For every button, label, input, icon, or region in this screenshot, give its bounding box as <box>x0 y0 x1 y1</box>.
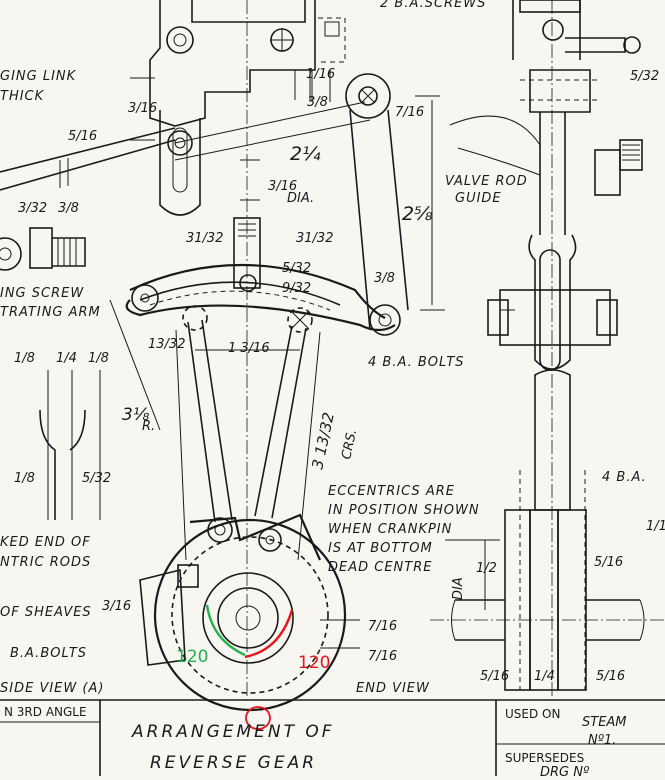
annotation-text: 2 B.A.SCREWS GING LINK THICK VALVE ROD G… <box>0 0 647 696</box>
angle-red: 120 <box>298 653 330 673</box>
dim-5-16-right: 5/16 <box>594 555 623 570</box>
title-line-2: REVERSE GEAR <box>150 753 317 773</box>
label-crs: CRS. <box>339 428 360 461</box>
label-dia: DIA. <box>287 191 314 206</box>
label-link-1: GING LINK <box>0 69 77 84</box>
dim-13-32: 13/32 <box>148 337 185 352</box>
slotted-lever <box>159 110 201 216</box>
dim-5-32-c: 5/32 <box>82 471 111 486</box>
dim-1-2: 1/2 <box>476 561 497 576</box>
label-side-view: SIDE VIEW (A) <box>0 681 104 696</box>
dim-31-32-b: 31/32 <box>296 231 333 246</box>
title-line-1: ARRANGEMENT OF <box>131 722 335 742</box>
top-bracket <box>149 0 346 700</box>
label-4ba-bolts-mid: 4 B.A. BOLTS <box>368 355 465 370</box>
dim-2-1-4: 2¼ <box>290 143 321 165</box>
label-eccentrics-4: IS AT BOTTOM <box>328 541 433 556</box>
top-right-eye <box>309 70 409 331</box>
label-radius: R. <box>142 419 155 434</box>
title-used-on: USED ON <box>505 707 560 721</box>
label-eccentrics-3: WHEN CRANKPIN <box>328 522 452 537</box>
label-screw-1: ING SCREW <box>0 286 84 301</box>
label-4ba-bolts-left: B.A.BOLTS <box>10 646 87 661</box>
dim-31-32: 31/32 <box>186 231 223 246</box>
dim-5-16-bottom-a: 5/16 <box>480 669 509 684</box>
label-forked-2: NTRIC RODS <box>0 555 91 570</box>
dim-1-3-16: 1 3/16 <box>228 341 270 356</box>
title-block: N 3RD ANGLE ARRANGEMENT OF REVERSE GEAR … <box>0 699 665 780</box>
label-link-2: THICK <box>0 89 45 104</box>
dimension-lines <box>39 70 515 649</box>
dim-1-8-a: 1/8 <box>14 351 35 366</box>
title-supersedes: SUPERSEDES <box>505 751 584 765</box>
dim-3-1-8: 3⅛ <box>122 405 150 425</box>
label-screw-2: TRATING ARM <box>0 305 101 320</box>
label-end-view: END VIEW <box>356 681 430 696</box>
dim-3-8-left: 3/8 <box>58 201 79 216</box>
label-ba-screws: 2 B.A.SCREWS <box>380 0 486 11</box>
dim-1-8-c: 1/8 <box>14 471 35 486</box>
end-view <box>430 0 665 700</box>
label-dia-half: DIA <box>451 577 466 600</box>
dim-3-8-mid: 3/8 <box>374 271 395 286</box>
label-eccentrics-2: IN POSITION SHOWN <box>328 503 480 518</box>
label-4ba-right: 4 B.A. <box>602 470 647 485</box>
eccentric-sheave <box>139 513 350 712</box>
dim-1-16-right: 1/16 <box>646 519 665 534</box>
title-drg: DRG Nº <box>540 765 589 776</box>
dim-3-32-left: 3/32 <box>18 201 47 216</box>
dim-1-16-top: 1/16 <box>306 67 335 82</box>
dim-3-16-left: 3/16 <box>128 101 157 116</box>
eccentric-rods <box>175 319 321 561</box>
dim-1-8-b: 1/8 <box>88 351 109 366</box>
expansion-link <box>125 217 401 336</box>
dim-5-16-left: 5/16 <box>68 129 97 144</box>
dim-1-4-a: 1/4 <box>56 351 77 366</box>
dim-3-13-32: 3 13/32 <box>308 411 338 471</box>
dim-3-16-dia: 3/16 <box>268 179 297 194</box>
title-used-on-no: Nº1. <box>588 733 616 748</box>
label-eccentrics-1: ECCENTRICS ARE <box>328 484 455 499</box>
label-valve-rod-2: GUIDE <box>455 191 502 206</box>
dim-7-16-a: 7/16 <box>368 619 397 634</box>
dim-7-16-b: 7/16 <box>368 649 397 664</box>
adjusting-screw <box>0 227 86 271</box>
title-used-on-value: STEAM <box>582 715 627 730</box>
dim-5-32-right: 5/32 <box>630 69 659 84</box>
label-valve-rod-1: VALVE ROD <box>445 174 528 189</box>
title-angle: N 3RD ANGLE <box>4 705 87 719</box>
dim-3-8-top: 3/8 <box>307 95 328 110</box>
dim-2-5-8: 2⅝ <box>402 203 433 225</box>
label-eccentrics-5: DEAD CENTRE <box>328 560 432 575</box>
label-sheaves: OF SHEAVES <box>0 605 92 620</box>
dim-1-4-bottom: 1/4 <box>534 669 555 684</box>
lifting-link <box>0 101 371 191</box>
red-green-annotations <box>205 604 294 730</box>
dim-7-16-top: 7/16 <box>395 105 424 120</box>
dim-5-32-mid: 5/32 <box>282 261 311 276</box>
dimension-values: 1/16 3/8 7/16 3/16 5/16 2¼ 3/16 2⅝ 5/32 … <box>14 67 665 684</box>
dim-3-16-sheave: 3/16 <box>102 599 131 614</box>
angle-green: 120 <box>176 647 208 667</box>
dim-9-32: 9/32 <box>282 281 311 296</box>
label-forked-1: KED END OF <box>0 535 91 550</box>
dim-5-16-bottom-b: 5/16 <box>596 669 625 684</box>
